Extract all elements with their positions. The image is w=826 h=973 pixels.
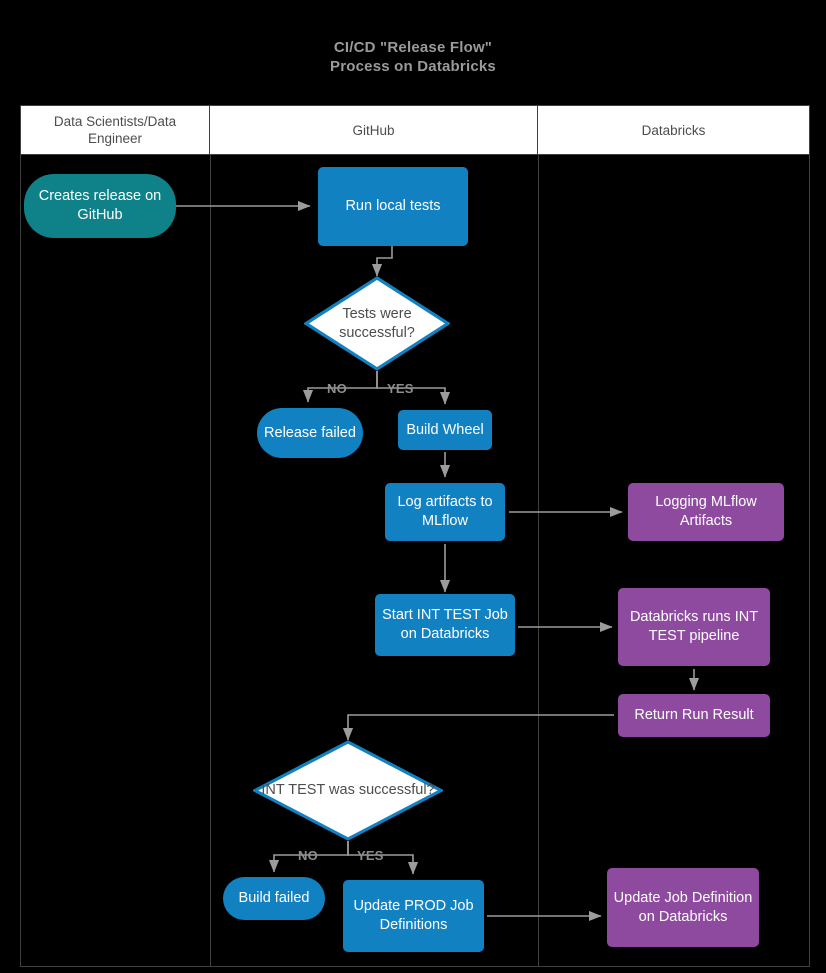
node-update-prod-job-definitions[interactable]: Update PROD Job Definitions <box>343 880 484 952</box>
decision-tests-successful[interactable]: Tests were successful? <box>304 276 450 371</box>
node-build-wheel[interactable]: Build Wheel <box>398 410 492 450</box>
node-run-local-tests[interactable]: Run local tests <box>318 167 468 246</box>
lane-header-databricks: Databricks <box>538 105 810 155</box>
diamond-shape <box>253 740 443 841</box>
lane-divider-2 <box>538 155 539 967</box>
node-update-job-definition-databricks[interactable]: Update Job Definition on Databricks <box>607 868 759 947</box>
node-log-artifacts-to-mlflow[interactable]: Log artifacts to MLflow <box>385 483 505 541</box>
edge-label-int-no: NO <box>298 848 318 863</box>
node-databricks-runs-int-test[interactable]: Databricks runs INT TEST pipeline <box>618 588 770 666</box>
swimlane-header-row: Data Scientists/Data Engineer GitHub Dat… <box>20 105 810 155</box>
node-logging-mlflow-artifacts[interactable]: Logging MLflow Artifacts <box>628 483 784 541</box>
node-start-int-test-job[interactable]: Start INT TEST Job on Databricks <box>375 594 515 656</box>
edge-label-int-yes: YES <box>357 848 384 863</box>
lane-header-github: GitHub <box>210 105 538 155</box>
node-release-failed[interactable]: Release failed <box>257 408 363 458</box>
edge-label-tests-no: NO <box>327 381 347 396</box>
page-title-line-2: Process on Databricks <box>330 58 496 75</box>
diamond-shape <box>304 276 450 371</box>
edge-label-tests-yes: YES <box>387 381 414 396</box>
lane-divider-1 <box>210 155 211 967</box>
lane-header-data-scientists: Data Scientists/Data Engineer <box>20 105 210 155</box>
page-title-line-1: CI/CD "Release Flow" <box>333 39 493 56</box>
node-return-run-result[interactable]: Return Run Result <box>618 694 770 737</box>
page-title: CI/CD "Release Flow" Process on Databric… <box>0 38 826 76</box>
decision-int-test-successful[interactable]: INT TEST was successful? <box>253 740 443 841</box>
node-build-failed[interactable]: Build failed <box>223 877 325 920</box>
node-creates-release[interactable]: Creates release on GitHub <box>24 174 176 238</box>
